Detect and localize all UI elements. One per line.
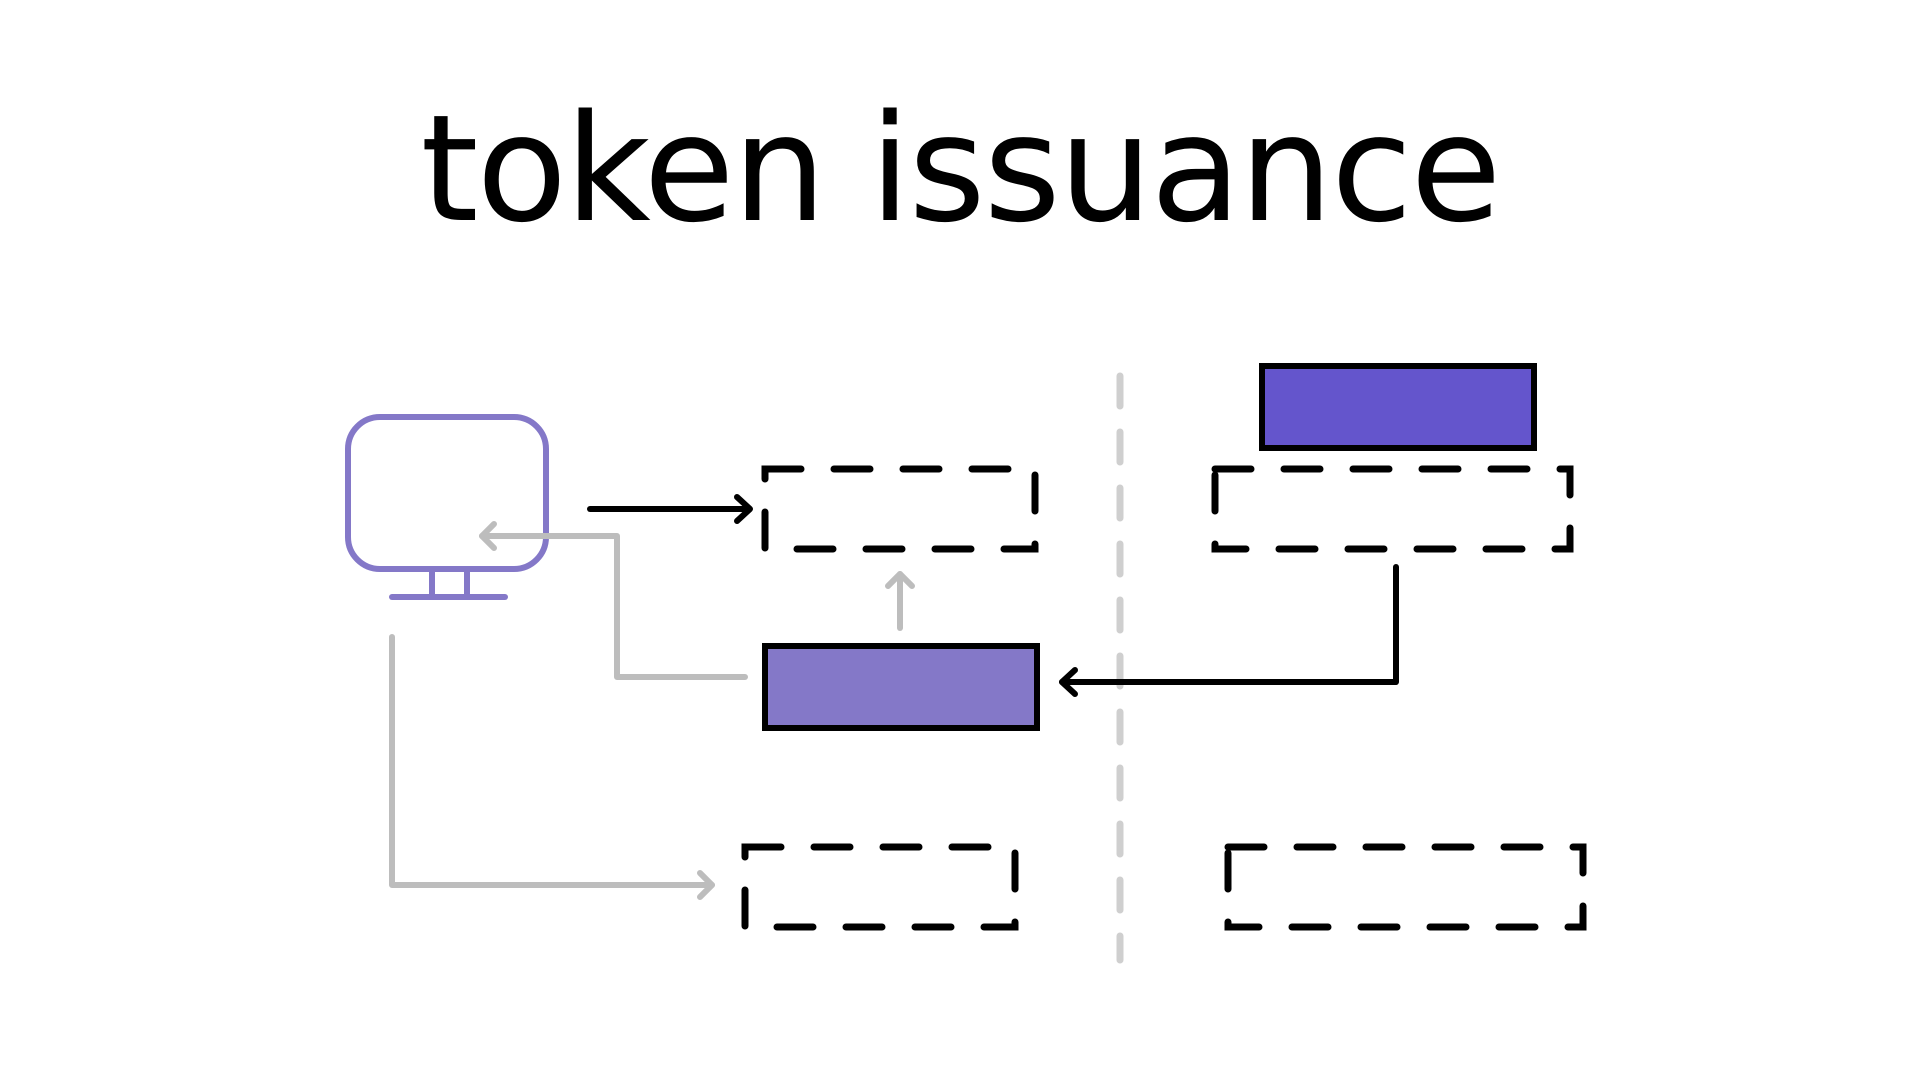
dashed-box-bottom-middle	[741, 843, 1019, 931]
arrow-monitor-to-top-box	[587, 494, 753, 524]
solid-box-middle	[762, 643, 1040, 731]
arrow-right-box-to-middle	[1059, 564, 1399, 697]
dashed-box-top-right	[1211, 465, 1574, 553]
page-title: token issuance	[420, 83, 1502, 255]
arrow-box-up	[885, 571, 915, 631]
dashed-box-bottom-right	[1224, 843, 1587, 931]
dashed-box-top-middle	[761, 465, 1039, 553]
arrow-box-to-monitor	[479, 521, 748, 680]
arrow-monitor-to-bottom-box	[389, 634, 715, 900]
solid-box-top-right	[1259, 363, 1537, 451]
monitor-icon	[345, 414, 549, 600]
